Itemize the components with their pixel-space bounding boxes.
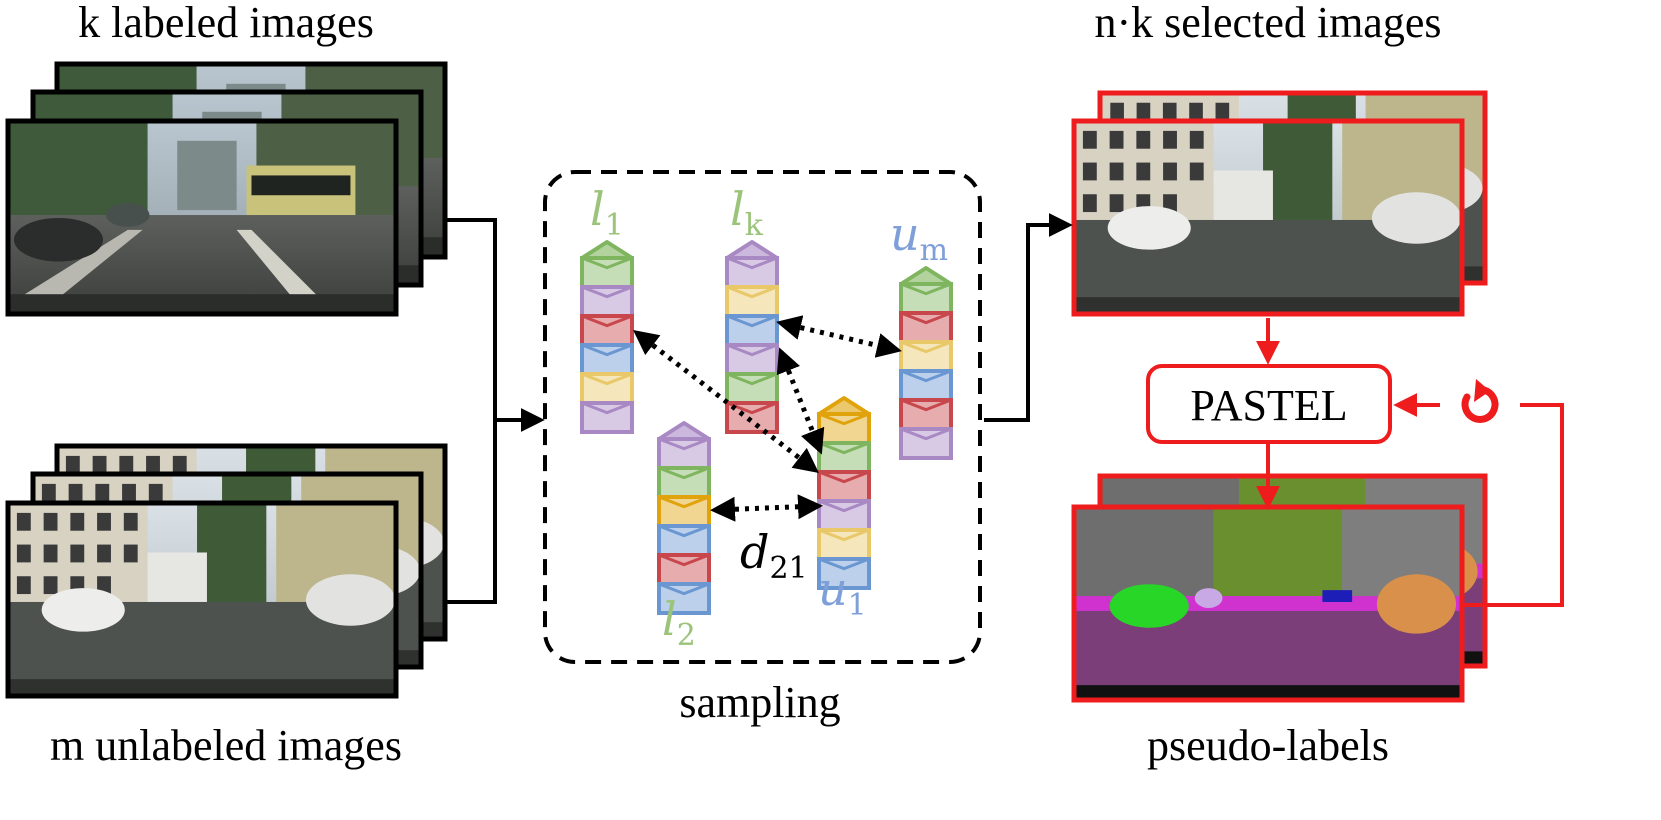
- label-l2: l2: [662, 592, 696, 653]
- cube: [899, 427, 953, 460]
- label-u1: u1: [818, 562, 867, 623]
- cube: [657, 582, 711, 615]
- pastel-label: PASTEL: [1190, 381, 1347, 430]
- stack-l2: [657, 421, 711, 615]
- caption-unlabeled: m unlabeled images: [50, 721, 402, 770]
- stack-l1: [580, 240, 634, 434]
- caption-pseudo: pseudo-labels: [1147, 721, 1389, 770]
- labeled-image-stack: [5, 61, 448, 317]
- cube-top: [657, 421, 711, 441]
- caption-labeled: k labeled images: [78, 0, 374, 47]
- cube: [899, 398, 953, 431]
- output-connector: [984, 213, 1073, 422]
- cube-top: [580, 240, 634, 260]
- label-d21: d21: [740, 525, 808, 586]
- pastel-loop: [1256, 318, 1564, 607]
- cube: [725, 285, 779, 318]
- pseudo-label-stack: [1071, 473, 1488, 703]
- label-l1: l1: [590, 182, 624, 243]
- caption-selected: n·k selected images: [1095, 0, 1442, 47]
- cube: [580, 372, 634, 405]
- selected-image-stack: [1071, 90, 1488, 317]
- cube: [657, 495, 711, 528]
- distance-l2-u1: [710, 494, 823, 522]
- cube: [817, 557, 871, 590]
- distance-l1-u1: [633, 329, 819, 474]
- stack-lk: [725, 240, 779, 434]
- label-lk: lk: [730, 182, 764, 243]
- pastel-box: [1146, 364, 1392, 444]
- cube: [657, 553, 711, 586]
- unlabeled-image-stack: [5, 443, 448, 699]
- stack-u1: [817, 396, 871, 590]
- stack-um: [899, 266, 953, 460]
- cube-top: [899, 266, 953, 286]
- distance-lk-u1: [776, 347, 825, 455]
- distance-arrows: [633, 315, 902, 522]
- sampling-box: [543, 170, 982, 664]
- input-connectors: [445, 218, 545, 604]
- refresh-icon: [1461, 379, 1499, 423]
- cube-top: [817, 396, 871, 416]
- cube-top: [725, 240, 779, 260]
- distance-lk-um: [776, 315, 902, 358]
- cube: [580, 401, 634, 434]
- cube: [580, 285, 634, 318]
- label-um: um: [890, 207, 948, 268]
- cube: [817, 499, 871, 532]
- caption-sampling: sampling: [679, 678, 840, 727]
